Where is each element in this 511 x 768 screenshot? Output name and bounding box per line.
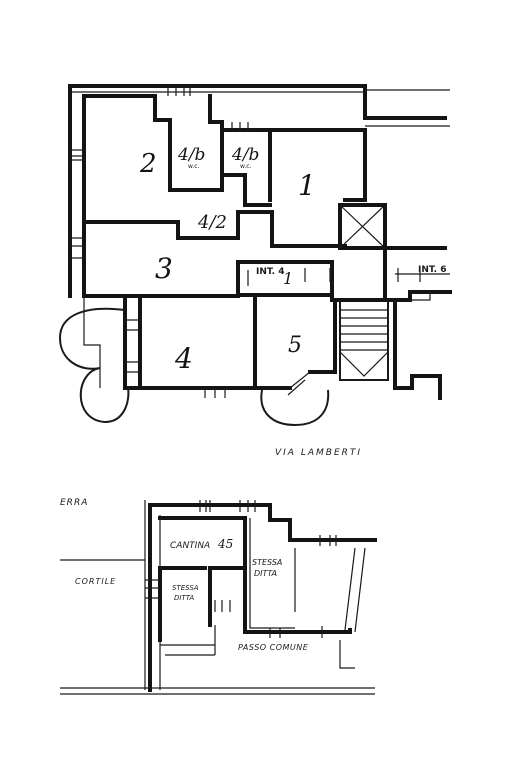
lower-wall-stessa-b <box>243 516 352 634</box>
wc-label-a: w.c. <box>188 163 200 170</box>
staircase <box>339 300 389 381</box>
room-label-3: 3 <box>155 252 173 285</box>
window-marks <box>70 86 450 398</box>
lower-wall-thin <box>160 518 366 669</box>
room-label-4a: 4/b <box>177 145 205 165</box>
stessa-ditta-b-line2: DITTA <box>254 569 277 578</box>
int-label-right: INT. 6 <box>418 265 446 275</box>
wc-label-b: w.c. <box>240 163 252 170</box>
bay-window-left <box>58 307 130 424</box>
cantina-number: 45 <box>217 537 233 551</box>
room-label-4b: 4/b <box>231 145 259 165</box>
room-label-1: 1 <box>298 169 316 202</box>
outer-wall-top <box>68 84 447 120</box>
bay-window-right <box>260 389 330 427</box>
cantina-label: CANTINA <box>170 541 210 551</box>
stessa-ditta-a-line2: DITTA <box>174 594 194 602</box>
upper-floor-plan: 2 4/b w.c. 4/b w.c. 1 4/2 3 4 5 INT. 4 1… <box>58 84 452 458</box>
terra-label: ERRA <box>60 498 88 508</box>
shaft-cross <box>339 204 386 249</box>
lower-wall-outer-thin <box>144 500 161 690</box>
lower-floor-plan: ERRA CORTILE CANTINA 45 STESSA DITTA STE… <box>60 498 377 695</box>
outer-wall-left <box>68 84 86 298</box>
room-label-2: 2 <box>139 149 157 179</box>
int-label-left: INT. 4 <box>256 267 284 277</box>
wall-corridor <box>236 260 334 302</box>
room-label-5: 5 <box>288 333 302 358</box>
wall-right-block <box>383 203 452 302</box>
wall-room3 <box>82 290 240 390</box>
wall-room1 <box>268 128 367 248</box>
room-label-4c: 4/2 <box>197 212 227 233</box>
outer-wall-top-thin <box>70 89 450 127</box>
stessa-ditta-b-line1: STESSA <box>252 558 282 567</box>
int-label-left-extra: 1 <box>283 269 293 288</box>
stessa-ditta-a-line1: STESSA <box>172 584 199 592</box>
street-label: VIA LAMBERTI <box>275 448 362 458</box>
cortile-label: CORTILE <box>75 577 116 586</box>
wall-room4 <box>138 294 267 390</box>
wall-room2-bottom <box>82 210 274 248</box>
wall-stairs-block <box>330 298 442 400</box>
lower-window-marks <box>145 500 337 638</box>
lower-ground-line <box>60 687 375 695</box>
outer-wall-left-inner <box>82 94 224 192</box>
wall-room5 <box>253 298 337 390</box>
room-label-4: 4 <box>174 342 193 375</box>
passo-comune-label: PASSO COMUNE <box>238 643 309 652</box>
